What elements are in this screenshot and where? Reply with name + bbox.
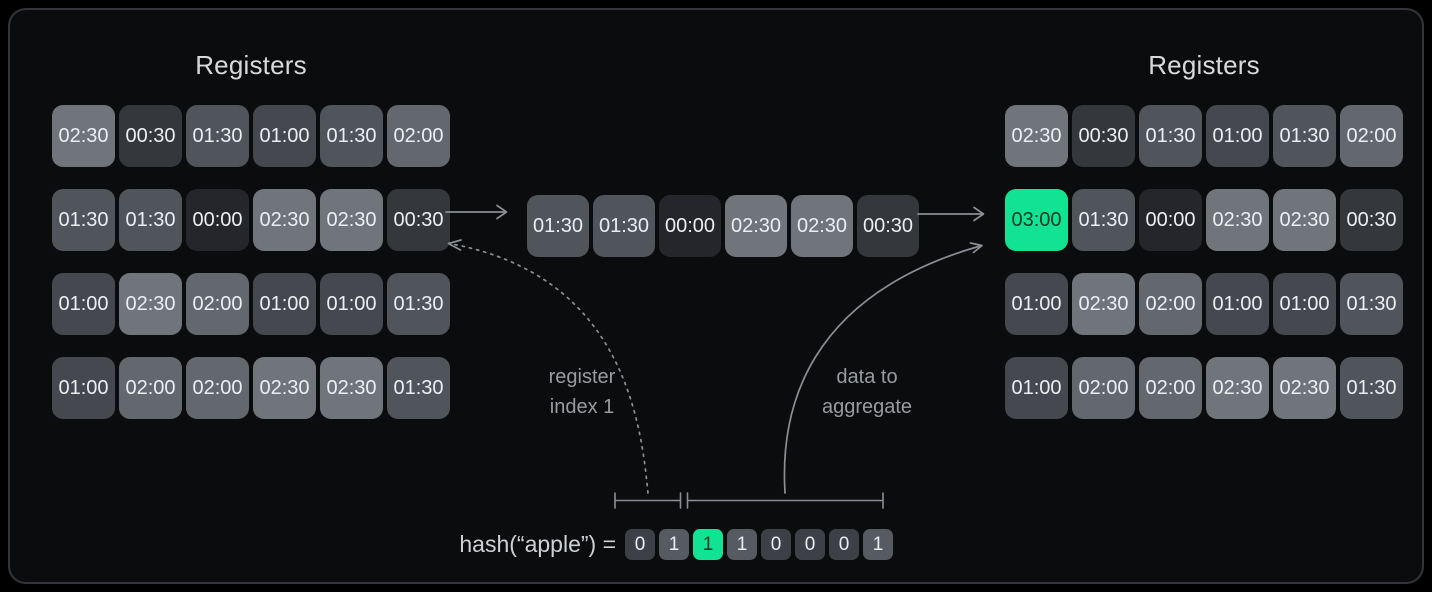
register-cell: 01:00 [1206, 105, 1269, 167]
register-cell: 00:30 [1072, 105, 1135, 167]
register-cell: 01:30 [1340, 273, 1403, 335]
register-cell: 02:00 [186, 357, 249, 419]
register-cell: 02:00 [1139, 273, 1202, 335]
register-cell: 02:30 [320, 189, 383, 251]
label-line: data to [836, 366, 898, 388]
hash-expression-label: hash(“apple”) = [459, 531, 616, 557]
label-line: index 1 [549, 396, 615, 418]
register-cell-highlighted: 03:00 [1005, 189, 1068, 251]
register-cell: 01:00 [253, 273, 316, 335]
hash-bit-cell: 0 [625, 529, 655, 560]
register-cell: 02:00 [1139, 357, 1202, 419]
register-cell: 01:00 [1005, 273, 1068, 335]
register-cell: 01:00 [52, 273, 115, 335]
register-cell: 00:00 [1139, 189, 1202, 251]
register-cell: 02:30 [253, 357, 316, 419]
register-cell: 02:30 [725, 195, 787, 257]
register-cell: 01:30 [1072, 189, 1135, 251]
register-cell: 01:00 [1273, 273, 1336, 335]
register-cell: 01:30 [1340, 357, 1403, 419]
register-cell: 01:30 [527, 195, 589, 257]
register-cell: 02:30 [791, 195, 853, 257]
hash-bit-cell: 1 [659, 529, 689, 560]
register-cell: 00:00 [186, 189, 249, 251]
register-cell: 01:00 [1005, 357, 1068, 419]
register-cell: 02:00 [186, 273, 249, 335]
register-cell: 02:00 [1340, 105, 1403, 167]
register-cell: 01:30 [1273, 105, 1336, 167]
register-cell: 02:30 [119, 273, 182, 335]
register-cell: 01:00 [1206, 273, 1269, 335]
register-cell: 02:30 [1206, 357, 1269, 419]
register-cell: 02:00 [1072, 357, 1135, 419]
register-cell: 02:30 [1273, 357, 1336, 419]
label-line: register [548, 366, 616, 388]
register-cell: 00:30 [1340, 189, 1403, 251]
register-cell: 02:00 [119, 357, 182, 419]
hash-bit-cell: 0 [795, 529, 825, 560]
register-cell: 01:00 [320, 273, 383, 335]
register-cell: 02:30 [1005, 105, 1068, 167]
register-index-label: register index 1 [492, 362, 672, 422]
register-cell: 01:30 [186, 105, 249, 167]
register-cell: 00:30 [119, 105, 182, 167]
register-cell: 01:30 [320, 105, 383, 167]
register-cell: 01:30 [1139, 105, 1202, 167]
register-cell: 01:30 [387, 357, 450, 419]
hash-bit-cell: 1 [727, 529, 757, 560]
register-cell: 01:30 [593, 195, 655, 257]
register-cell: 01:30 [119, 189, 182, 251]
register-cell: 01:30 [387, 273, 450, 335]
register-cell: 02:30 [320, 357, 383, 419]
register-cell: 02:00 [387, 105, 450, 167]
hash-bit-cell: 0 [829, 529, 859, 560]
data-to-aggregate-label: data to aggregate [777, 362, 957, 422]
register-cell: 00:30 [857, 195, 919, 257]
hash-bit-cell: 1 [863, 529, 893, 560]
register-cell: 01:00 [52, 357, 115, 419]
register-cell: 00:00 [659, 195, 721, 257]
register-cell: 02:30 [52, 105, 115, 167]
register-cell: 01:00 [253, 105, 316, 167]
register-cell: 00:30 [387, 189, 450, 251]
register-cell: 01:30 [52, 189, 115, 251]
hash-bit-cell-highlighted: 1 [693, 529, 723, 560]
left-registers-title: Registers [195, 50, 307, 80]
hash-bit-cell: 0 [761, 529, 791, 560]
register-cell: 02:30 [1072, 273, 1135, 335]
right-registers-title: Registers [1148, 50, 1260, 80]
register-cell: 02:30 [253, 189, 316, 251]
label-line: aggregate [821, 396, 913, 418]
register-cell: 02:30 [1273, 189, 1336, 251]
register-cell: 02:30 [1206, 189, 1269, 251]
